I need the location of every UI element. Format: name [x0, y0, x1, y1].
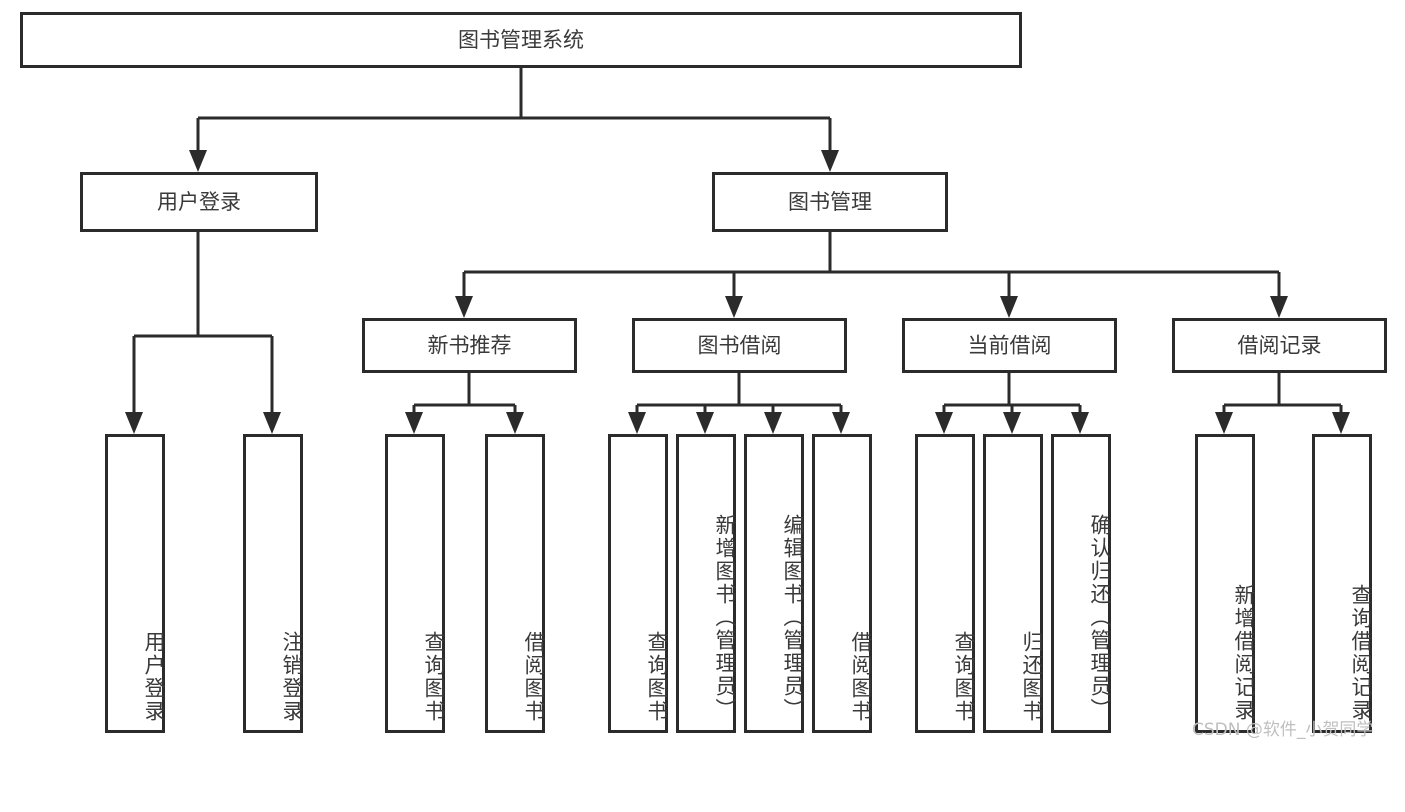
node-label-root: 图书管理系统 — [458, 28, 584, 52]
node-box-leaf-confirm-return[interactable] — [1051, 434, 1111, 733]
node-label-leaf-query-book-borrow: 查询图书 — [645, 631, 669, 723]
node-label-leaf-add-borrow-record: 新增借阅记录 — [1232, 584, 1256, 722]
node-box-book-manage[interactable] — [712, 172, 948, 232]
node-box-user-login[interactable] — [80, 172, 318, 232]
node-label-leaf-confirm-return: 确认归还（管理员） — [1088, 513, 1112, 721]
node-box-leaf-user-login[interactable] — [105, 434, 165, 733]
node-box-current-borrow[interactable] — [902, 318, 1117, 373]
connectors-layer — [125, 68, 1350, 434]
csdn-watermark: CSDN @软件_小贺同学 — [1192, 720, 1374, 740]
conn-record-bus — [1215, 373, 1350, 434]
node-box-leaf-add-book[interactable] — [676, 434, 736, 733]
boxes-layer — [20, 12, 1387, 733]
node-label-leaf-return-book: 归还图书 — [1020, 631, 1044, 723]
diagram-canvas: 图书管理系统用户登录图书管理新书推荐图书借阅当前借阅借阅记录 用户登录注销登录查… — [20, 12, 1387, 740]
conn-recommend-bus — [405, 373, 524, 434]
node-label-leaf-query-book-recommend: 查询图书 — [422, 631, 446, 723]
node-label-leaf-user-login: 用户登录 — [142, 631, 166, 723]
node-box-leaf-query-book-borrow[interactable] — [608, 434, 668, 733]
node-label-leaf-borrow-book: 借阅图书 — [849, 631, 873, 723]
node-label-user-login: 用户登录 — [157, 190, 241, 214]
node-label-book-borrow: 图书借阅 — [698, 334, 782, 358]
node-label-leaf-add-book: 新增图书（管理员） — [713, 513, 737, 721]
node-box-leaf-logout[interactable] — [243, 434, 303, 733]
node-label-new-book-recommend: 新书推荐 — [428, 334, 512, 358]
node-label-borrow-record: 借阅记录 — [1238, 334, 1322, 358]
node-box-leaf-return-book[interactable] — [983, 434, 1043, 733]
node-box-leaf-query-book-recommend[interactable] — [385, 434, 445, 733]
node-box-leaf-add-borrow-record[interactable] — [1195, 434, 1255, 733]
node-label-leaf-logout: 注销登录 — [280, 631, 304, 723]
node-box-leaf-query-book-current[interactable] — [915, 434, 975, 733]
node-label-leaf-edit-book: 编辑图书（管理员） — [781, 513, 805, 721]
node-label-leaf-borrow-book-recommend: 借阅图书 — [522, 631, 546, 723]
conn-borrow-bus — [628, 373, 850, 434]
node-box-leaf-edit-book[interactable] — [744, 434, 804, 733]
conn-userlogin-bus — [125, 232, 281, 434]
node-box-leaf-query-borrow-record[interactable] — [1312, 434, 1372, 733]
conn-current-bus — [935, 373, 1089, 434]
node-label-current-borrow: 当前借阅 — [968, 334, 1052, 358]
node-box-borrow-record[interactable] — [1172, 318, 1387, 373]
node-label-leaf-query-borrow-record: 查询借阅记录 — [1349, 584, 1373, 722]
node-label-leaf-query-book-current: 查询图书 — [952, 631, 976, 723]
node-box-root[interactable] — [20, 12, 1022, 68]
node-box-new-book-recommend[interactable] — [362, 318, 577, 373]
conn-root-bus — [189, 68, 839, 172]
node-box-leaf-borrow-book-recommend[interactable] — [485, 434, 545, 733]
conn-bookmanage-bus — [455, 232, 1288, 318]
node-box-book-borrow[interactable] — [632, 318, 847, 373]
node-box-leaf-borrow-book[interactable] — [812, 434, 872, 733]
node-label-book-manage: 图书管理 — [788, 190, 872, 214]
